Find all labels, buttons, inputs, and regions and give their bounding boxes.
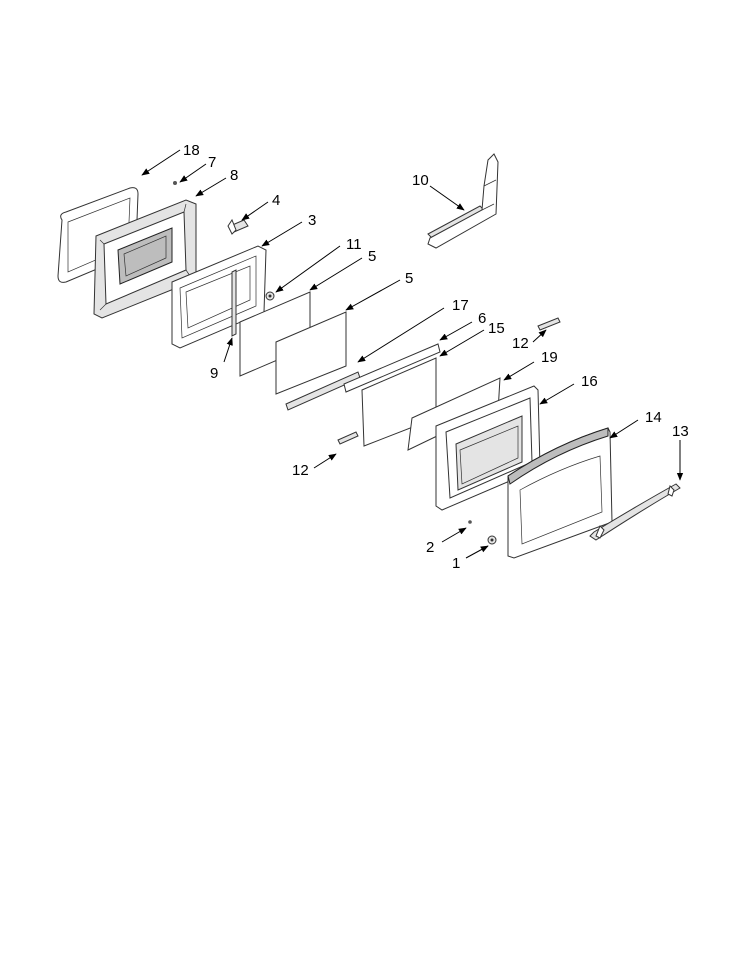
callout-8: 8 [230, 167, 238, 184]
part-13-handle [589, 483, 681, 541]
part-12-bracket-lower [337, 431, 359, 445]
callout-2: 2 [426, 539, 434, 556]
part-12-bracket-upper [537, 317, 561, 331]
callout-5-upper: 5 [368, 248, 376, 265]
part-7-screw [173, 181, 177, 185]
callout-6: 6 [478, 310, 486, 327]
callout-4: 4 [272, 192, 280, 209]
callout-16: 16 [581, 373, 598, 390]
callout-12-lower: 12 [292, 462, 309, 479]
callout-3: 3 [308, 212, 316, 229]
part-11-bumper [265, 291, 275, 301]
callout-18: 18 [183, 142, 200, 159]
callout-labels: 18 7 8 4 3 11 5 5 9 10 17 6 15 12 12 19 … [183, 142, 689, 572]
part-1-nut [487, 535, 497, 545]
callout-17: 17 [452, 297, 469, 314]
part-9-bracket [231, 269, 237, 337]
callout-9: 9 [210, 365, 218, 382]
leader-lines [141, 149, 684, 559]
callout-11: 11 [346, 236, 362, 253]
part-8-inner-liner [93, 199, 197, 319]
part-4-bolt [227, 218, 249, 235]
part-2-screw [468, 520, 472, 524]
callout-15: 15 [488, 320, 505, 337]
callout-5-lower: 5 [405, 270, 413, 287]
callout-14: 14 [645, 409, 662, 426]
callout-19: 19 [541, 349, 558, 366]
part-3-door-frame [171, 245, 267, 349]
part-10-vent-duct [427, 153, 499, 249]
callout-7: 7 [208, 154, 216, 171]
callout-10: 10 [412, 172, 429, 189]
callout-13: 13 [672, 423, 689, 440]
part-5-glass-lower [275, 311, 347, 395]
callout-1: 1 [452, 555, 460, 572]
callout-12-upper: 12 [512, 335, 529, 352]
